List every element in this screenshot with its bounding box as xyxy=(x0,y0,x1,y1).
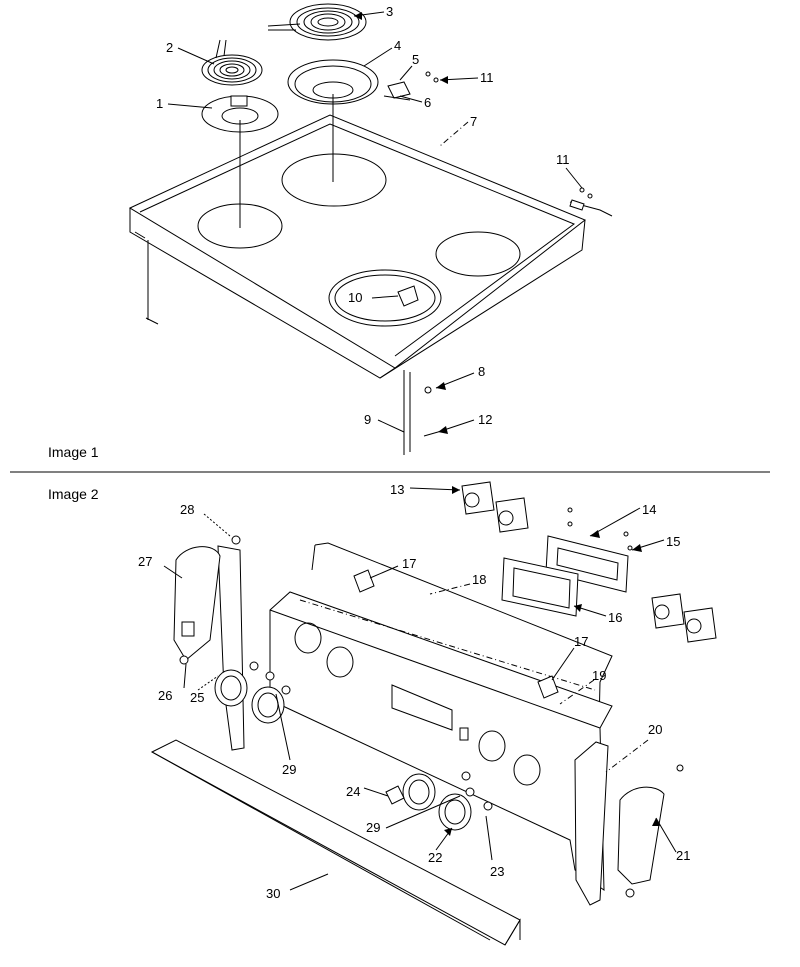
callout-7: 7 xyxy=(470,114,477,129)
callout-3: 3 xyxy=(386,4,393,19)
callout-15: 15 xyxy=(666,534,680,549)
top-callouts: 1 2 3 4 5 6 7 11 11 10 8 9 12 xyxy=(156,4,570,427)
callout-9: 9 xyxy=(364,412,371,427)
callout-13: 13 xyxy=(390,482,404,497)
large-coil xyxy=(267,3,367,41)
callout-10: 10 xyxy=(348,290,362,305)
callout-18: 18 xyxy=(472,572,486,587)
callout-11a: 11 xyxy=(480,70,494,85)
image-1-caption: Image 1 xyxy=(48,444,99,460)
callout-24: 24 xyxy=(346,784,360,799)
callout-12: 12 xyxy=(478,412,492,427)
callout-5: 5 xyxy=(412,52,419,67)
callout-8: 8 xyxy=(478,364,485,379)
arrowheads xyxy=(354,12,660,836)
callout-1: 1 xyxy=(156,96,163,111)
knobs xyxy=(214,669,472,831)
callout-25: 25 xyxy=(190,690,204,705)
callout-17b: 17 xyxy=(574,634,588,649)
image-2-caption: Image 2 xyxy=(48,486,99,502)
callout-19: 19 xyxy=(592,668,606,683)
callout-21: 21 xyxy=(676,848,690,863)
bottom-leaders xyxy=(163,487,677,891)
callout-14: 14 xyxy=(642,502,656,517)
cooktop-assembly xyxy=(128,3,613,455)
callout-28: 28 xyxy=(180,502,194,517)
callout-23: 23 xyxy=(490,864,504,879)
callout-29b: 29 xyxy=(366,820,380,835)
callout-4: 4 xyxy=(394,38,401,53)
control-panel-assembly xyxy=(150,481,717,946)
callout-29a: 29 xyxy=(282,762,296,777)
small-coil xyxy=(201,39,263,86)
bottom-callouts: 13 14 15 16 28 27 17 18 17 19 26 25 29 2… xyxy=(138,482,690,901)
callout-11b: 11 xyxy=(556,152,570,167)
callout-20: 20 xyxy=(648,722,662,737)
callout-30: 30 xyxy=(266,886,280,901)
callout-2: 2 xyxy=(166,40,173,55)
callout-17a: 17 xyxy=(402,556,416,571)
infinite-switches xyxy=(461,481,717,643)
callout-27: 27 xyxy=(138,554,152,569)
callout-16: 16 xyxy=(608,610,622,625)
callout-6: 6 xyxy=(424,95,431,110)
callout-26: 26 xyxy=(158,688,172,703)
callout-22: 22 xyxy=(428,850,442,865)
